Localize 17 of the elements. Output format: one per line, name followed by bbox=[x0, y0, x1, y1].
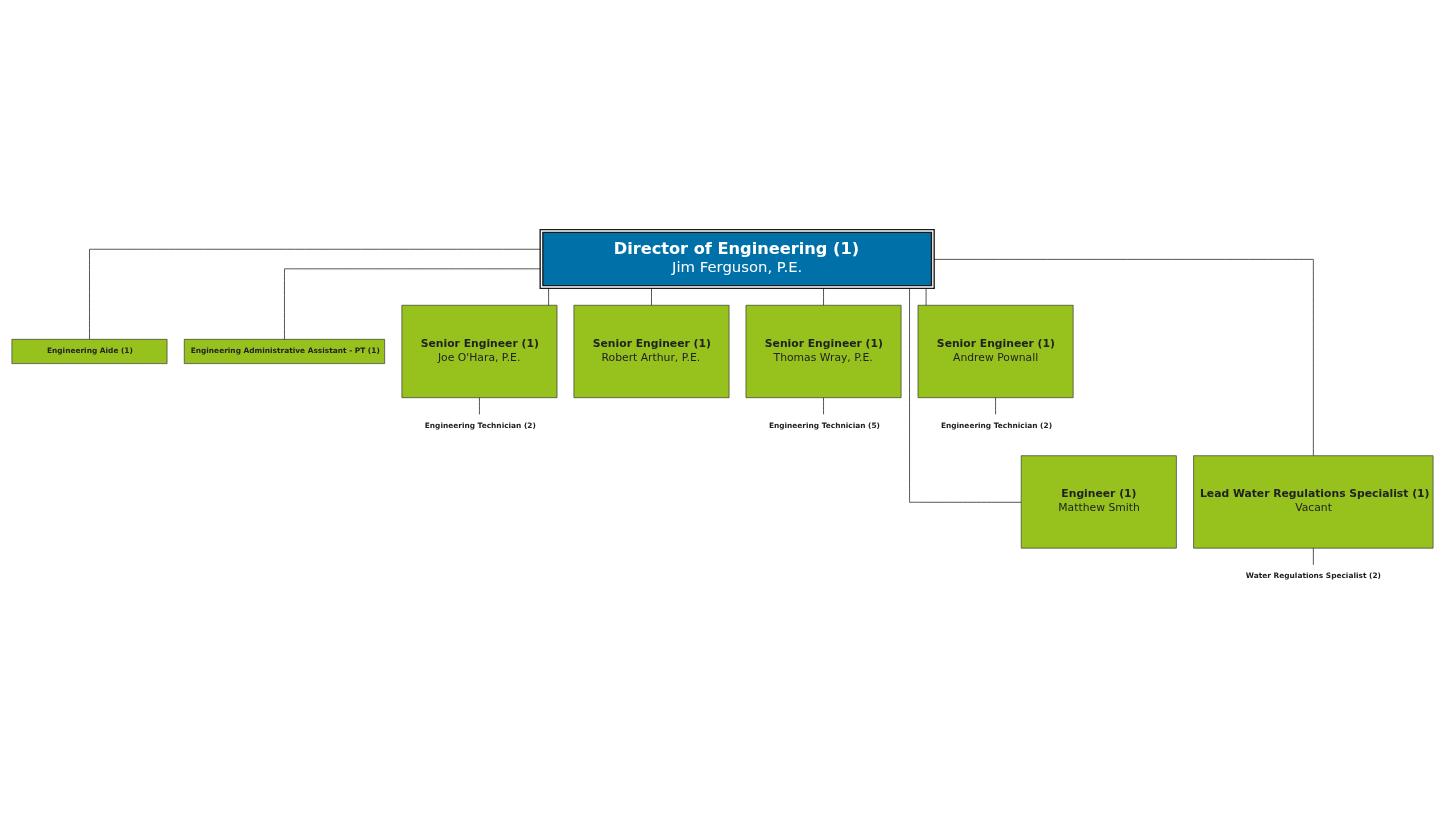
node-box: Senior Engineer (1) Andrew Pownall bbox=[917, 304, 1074, 398]
node-box: Senior Engineer (1) Joe O'Hara, P.E. bbox=[401, 304, 558, 398]
connector bbox=[995, 397, 996, 415]
node-box: Senior Engineer (1) Thomas Wray, P.E. bbox=[745, 304, 902, 398]
connector bbox=[651, 287, 652, 306]
connector bbox=[823, 397, 824, 415]
connector bbox=[925, 287, 927, 306]
connector bbox=[548, 287, 549, 306]
node-box: Engineer (1) Matthew Smith bbox=[1020, 454, 1177, 548]
connector bbox=[823, 287, 824, 306]
connector bbox=[479, 397, 480, 415]
node-box: Senior Engineer (1) Robert Arthur, P.E. bbox=[573, 304, 730, 398]
connector bbox=[909, 287, 1022, 503]
connector bbox=[933, 258, 1314, 456]
connector bbox=[284, 268, 541, 340]
connector bbox=[89, 248, 541, 339]
node-box: Lead Water Regulations Specialist (1) Vacant bbox=[1193, 454, 1434, 548]
